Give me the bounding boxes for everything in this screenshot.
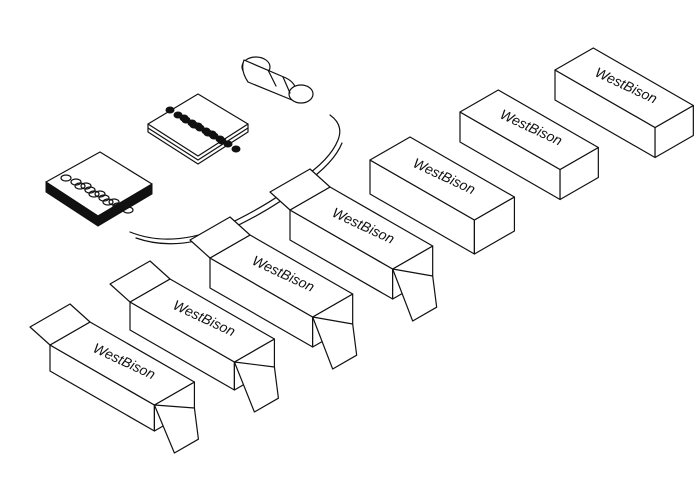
blister-cavity-icon (60, 174, 72, 182)
carton-1: WestBison (29, 303, 200, 454)
blister-cavity-icon (165, 106, 175, 114)
blister-cavity-icon (231, 145, 241, 153)
blister-cavity-icon (217, 137, 227, 145)
blister-cavity-icon (84, 186, 96, 194)
blister-cavity-icon (88, 190, 100, 198)
blister-cavity-icon (189, 121, 199, 129)
blister-tray-icon (45, 151, 153, 227)
blister-stack-icon (147, 93, 249, 165)
carton-2: WestBison (109, 260, 280, 413)
blister-cavity-icon (203, 129, 213, 137)
carton-7: WestBison (554, 47, 694, 159)
carton-4: WestBison (269, 168, 438, 322)
blister-cavity-icon (108, 198, 120, 206)
carton-5: WestBison (369, 136, 516, 255)
blister-cavity-icon (80, 182, 92, 190)
blister-cavity-icon (70, 178, 82, 186)
feed-line-inner (135, 142, 343, 245)
blister-cavity-icon (98, 194, 110, 202)
blister-cavity-icon (102, 198, 114, 206)
blister-cavity-icon (74, 182, 86, 190)
blister-cavity-icon (122, 206, 134, 214)
blister-cavity-icon (181, 116, 191, 124)
blister-cavity-icon (173, 111, 183, 119)
blister-cavity-icon (94, 190, 106, 198)
blister-cavity-icon (112, 202, 124, 210)
carton-3: WestBison (189, 216, 358, 370)
bottle-icon (241, 56, 314, 104)
